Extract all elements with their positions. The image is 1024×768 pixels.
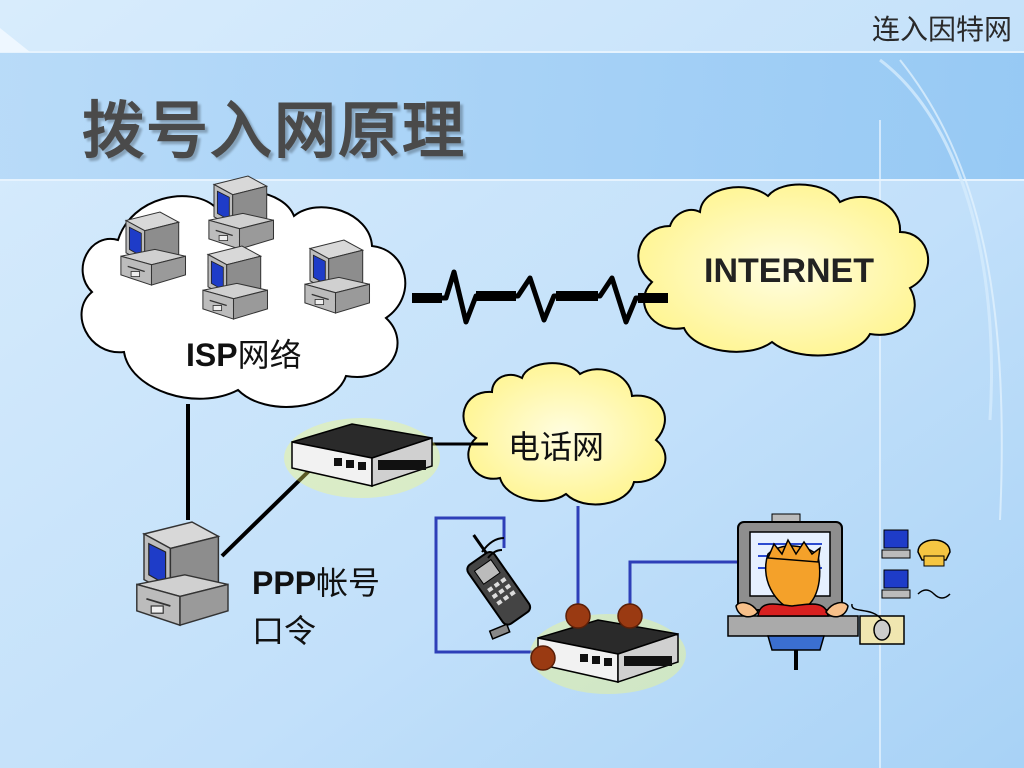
- pc-to-modem-link: [220, 466, 314, 558]
- slide-title: 拨号入网原理: [82, 94, 467, 167]
- isp-modem-icon: [284, 418, 440, 498]
- internet-cloud: [637, 183, 929, 357]
- corner-title: 连入因特网: [871, 13, 1012, 46]
- isp-computer-icon-1: [120, 211, 187, 286]
- ppp-account-label: PPP帐号: [252, 558, 380, 604]
- user-modem-icon: [530, 614, 686, 694]
- isp-computer-icon-4: [304, 239, 371, 314]
- telephone-network-label: 电话网: [508, 428, 605, 466]
- user-side-links: [434, 506, 740, 654]
- signal-waves: [481, 537, 505, 559]
- isp-label-prefix: ISP: [186, 337, 238, 373]
- isp-internet-link: [412, 269, 668, 325]
- internet-label: INTERNET: [704, 252, 874, 290]
- port-dot: [617, 603, 643, 629]
- isp-label-suffix: 网络: [237, 337, 302, 373]
- user-at-computer-icon: [727, 513, 859, 670]
- port-dot: [565, 603, 591, 629]
- ppp-label-prefix: PPP: [252, 565, 317, 601]
- telephone-cloud: [462, 362, 667, 506]
- ppp-password-label: 口令: [252, 612, 317, 650]
- phone-terminal-icon: [881, 529, 951, 599]
- access-server-computer-icon: [135, 521, 229, 627]
- isp-network-label: ISP网络: [186, 330, 302, 376]
- isp-computer-icon-2: [208, 175, 275, 250]
- isp-computer-icon-3: [202, 245, 269, 320]
- port-dot: [530, 645, 556, 671]
- mobile-phone-icon: [466, 534, 532, 640]
- ppp-label-suffix: 帐号: [316, 565, 381, 601]
- mouse-icon: [851, 603, 905, 645]
